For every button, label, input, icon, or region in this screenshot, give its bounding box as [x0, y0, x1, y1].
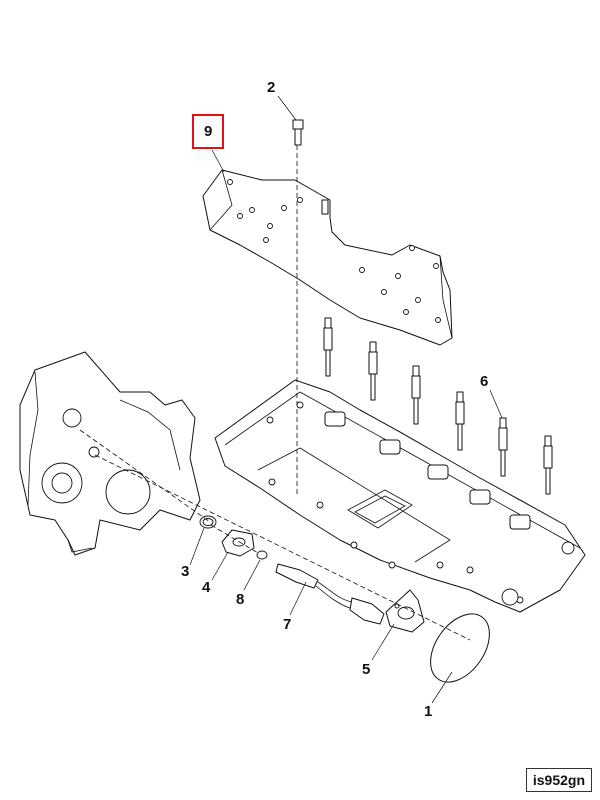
- callout-5: 5: [362, 661, 371, 678]
- callout-6: 6: [480, 373, 489, 390]
- injector: [323, 317, 333, 377]
- gear-housing: [19, 351, 201, 556]
- callout-2: 2: [267, 79, 276, 96]
- injector: [543, 435, 553, 495]
- injector: [498, 417, 508, 477]
- callout-8: 8: [236, 591, 245, 608]
- callout-1: 1: [424, 703, 433, 720]
- injector: [455, 391, 465, 451]
- callout-7: 7: [283, 616, 292, 633]
- injector: [368, 341, 378, 401]
- gasket: [385, 589, 425, 633]
- bolt: [292, 119, 304, 495]
- adapter: [221, 529, 255, 557]
- callout-3: 3: [181, 563, 190, 580]
- figure-id-label: is952gn: [525, 768, 592, 792]
- callout-9-highlighted: 9: [192, 114, 225, 149]
- alignment-lines: [79, 429, 471, 641]
- injectors: [323, 317, 553, 495]
- leader-lines: [189, 95, 503, 704]
- cover-plate: [430, 613, 490, 683]
- bracket-plate: [202, 169, 453, 346]
- injector: [411, 365, 421, 425]
- small-o-ring: [256, 550, 268, 560]
- sensor-harness: [275, 563, 385, 625]
- o-ring: [199, 515, 217, 529]
- cylinder-head: [214, 379, 586, 613]
- callout-4: 4: [202, 579, 211, 596]
